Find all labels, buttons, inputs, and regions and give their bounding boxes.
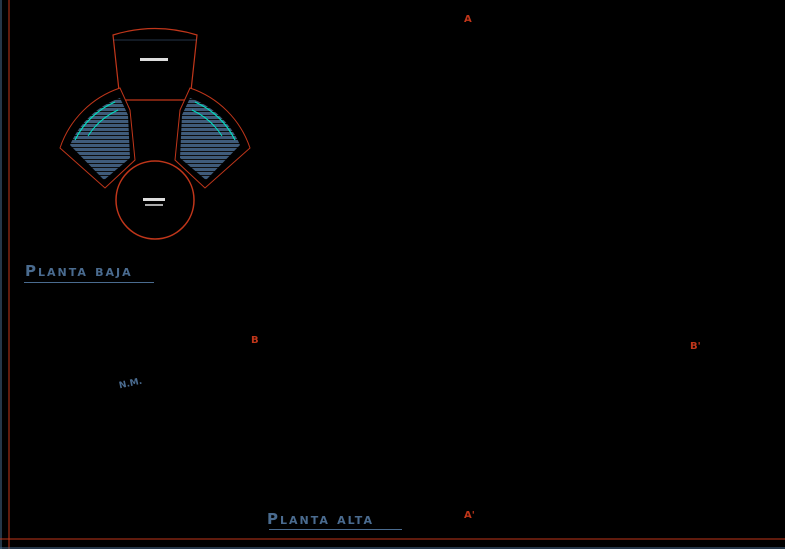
section-b-prime-marker: B' xyxy=(690,341,701,352)
ground-floor-title: Planta baja xyxy=(25,262,133,280)
upper-floor-title-underline xyxy=(269,529,402,530)
section-a-prime-marker: A' xyxy=(464,510,475,521)
section-a-marker: A xyxy=(464,14,472,25)
upper-floor-title: Planta alta xyxy=(267,510,374,528)
ground-floor-title-underline xyxy=(24,282,154,283)
section-b-marker: B xyxy=(251,335,259,346)
ground-floor-plan xyxy=(59,27,251,240)
